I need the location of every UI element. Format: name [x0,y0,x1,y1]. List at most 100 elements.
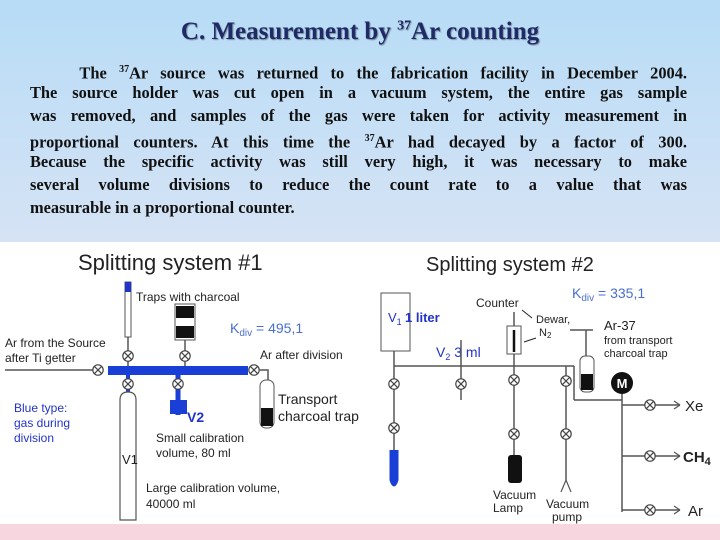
para-text: was removed, and samples of the gas were… [30,106,687,125]
arrow-icon [673,451,681,461]
volume-v1 [380,292,411,352]
blue-type-2: gas during [14,416,70,430]
valve-icon[interactable] [388,422,400,434]
slide-title: C. Measurement by 37Ar counting [0,18,720,46]
vacuum-lamp-label-1: Vacuum [493,488,536,502]
para-line: Because the specific activity was still … [30,150,687,173]
para-line: The source holder was cut open in a vacu… [30,81,687,104]
ch4-sub: 4 [705,456,712,468]
v1-size: 1 liter [405,310,440,325]
vacuum-pump-label-2: pump [552,510,582,524]
dewar-label: Dewar, [536,314,570,326]
para-text: Because the specific activity was still … [30,152,687,171]
n2-label: N2 [539,327,552,340]
xe-label: Xe [685,398,703,415]
valve-icon[interactable] [248,364,260,376]
v2-sub: 2 [445,352,450,362]
counter-label: Counter [476,296,519,310]
charcoal-fill [581,374,593,390]
source-label-1: Ar from the Source [5,336,106,350]
valve-icon[interactable] [388,378,400,390]
arrow-icon [673,400,681,410]
small-cal-1: Small calibration [156,431,244,445]
para-text: Ar source was returned to the fabricatio… [129,63,688,83]
valve-icon[interactable] [508,374,520,386]
para-text: measurable in a proportional counter. [30,198,295,217]
from-transport-1: from transport [604,335,672,347]
ar-label: Ar [688,503,703,520]
body-paragraph: The 37Ar source was returned to the fabr… [30,58,687,219]
splitting-diagrams: Splitting system #1 Traps with charcoal … [5,250,712,524]
valve-icon[interactable] [179,350,191,362]
large-calibration-volume [119,391,137,521]
small-cal-2: volume, 80 ml [156,446,231,460]
splitting-system-1: Splitting system #1 Traps with charcoal … [5,250,359,521]
ar37-label: Ar-37 [604,318,636,333]
transport-label-1: Transport [278,391,338,407]
kdiv-label-1: Kdiv = 495,1 [230,320,303,339]
diagram-panel: Splitting system #1 Traps with charcoal … [0,242,720,524]
v1-sub: 1 [397,317,402,327]
valve-icon[interactable] [122,350,134,362]
para-text: The source holder was cut open in a vacu… [30,83,687,102]
valve-icon[interactable] [644,450,656,462]
valve-icon[interactable] [455,378,467,390]
v2-label-2: V2 3 ml [436,344,481,362]
charcoal-fill [261,408,273,426]
valve-icon[interactable] [508,428,520,440]
title-prefix: C. Measurement by [180,18,398,45]
arrow-icon [673,505,681,515]
vacuum-lamp [389,450,399,487]
v2-v: V [436,344,446,360]
from-transport-2: charcoal trap [604,348,668,360]
pipe [262,369,269,380]
valve-icon[interactable] [560,375,572,387]
valve-icon[interactable] [172,378,184,390]
n2-n: N [539,327,547,339]
para-text: Ar had decayed by a factor of 300. [374,132,688,152]
valve-icon[interactable] [122,378,134,390]
valve-icon[interactable] [644,504,656,516]
splitting-system-2: Splitting system #2 Kdiv = 335,1 Counter… [380,254,712,524]
manometer-label: M [617,376,628,391]
title-suffix: Ar counting [411,18,540,45]
para-sup: 37 [364,133,375,144]
para-line: measurable in a proportional counter. [30,196,687,219]
large-cal-2: 40000 ml [146,497,195,511]
kdiv-k: K [230,320,240,336]
blue-type-1: Blue type: [14,401,67,415]
arrow-line [523,337,537,343]
kdiv-value: = 335,1 [594,285,645,301]
kdiv-label-2: Kdiv = 335,1 [572,285,645,304]
pump-symbol [560,479,572,493]
vacuum-trap [508,455,522,483]
para-text: several volume divisions to reduce the c… [30,175,687,194]
para-line: was removed, and samples of the gas were… [30,104,687,127]
para-sup: 37 [119,64,130,75]
kdiv-value: = 495,1 [252,320,303,336]
v2-label: V2 [187,409,204,425]
para-line: several volume divisions to reduce the c… [30,173,687,196]
source-label-2: after Ti getter [5,351,76,365]
footer-strip [0,524,720,540]
n2-sub: 2 [547,331,552,340]
v1-v: V [388,310,397,325]
v1-label: V1 [122,452,138,467]
traps-label: Traps with charcoal [136,290,240,304]
title-superscript: 37 [397,18,412,34]
ch4-label: CH4 [683,449,712,468]
trap-cap-blue [125,282,131,292]
para-text: proportional counters. At this time the [30,132,365,152]
vacuum-lamp-label-2: Lamp [493,501,523,515]
valve-icon[interactable] [644,399,656,411]
para-line: The 37Ar source was returned to the fabr… [30,58,688,83]
para-line: proportional counters. At this time the … [30,127,688,152]
after-division-label: Ar after division [260,348,343,362]
para-text: The [79,63,120,83]
valve-icon[interactable] [560,428,572,440]
transport-label-2: charcoal trap [278,408,359,424]
vacuum-pump-label-1: Vacuum [546,497,589,511]
valve-icon[interactable] [92,364,104,376]
small-volume-v2 [170,400,187,414]
manometer-icon [611,372,633,394]
